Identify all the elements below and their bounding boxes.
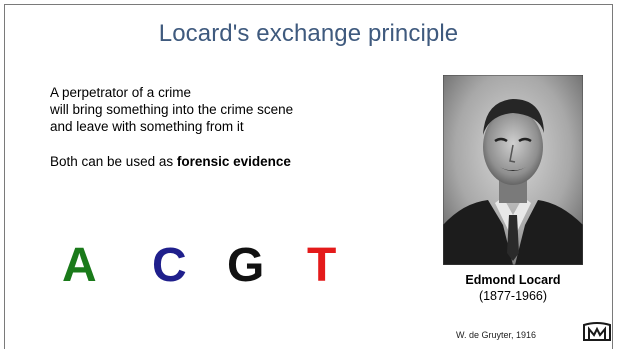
dna-letter-t: T — [307, 239, 337, 292]
body-line-1: A perpetrator of a crime — [50, 85, 192, 100]
credit-text: W. de Gruyter, 1916 — [456, 330, 537, 340]
dna-letters: A C G T — [62, 236, 362, 296]
slide-frame — [4, 4, 613, 349]
evidence-emphasis: forensic evidence — [176, 154, 291, 169]
body-text: A perpetrator of a crime will bring some… — [50, 84, 410, 170]
university-logo-icon — [582, 322, 612, 344]
slide-title: Locard's exchange principle — [158, 20, 459, 47]
dna-letter-a: A — [62, 239, 97, 292]
body-line-3: and leave with something from it — [50, 119, 244, 134]
portrait-photo — [443, 75, 583, 265]
caption-name: Edmond Locard — [465, 273, 561, 287]
dna-letter-g: G — [227, 239, 265, 292]
body-line-2: will bring something into the crime scen… — [50, 102, 294, 117]
evidence-prefix: Both can be used as — [50, 154, 177, 169]
evidence-line: Both can be used as forensic evidence — [50, 153, 410, 170]
caption-years: (1877-1966) — [478, 289, 548, 303]
dna-letter-c: C — [152, 239, 187, 292]
portrait-caption: Edmond Locard (1877-1966) — [440, 272, 586, 304]
